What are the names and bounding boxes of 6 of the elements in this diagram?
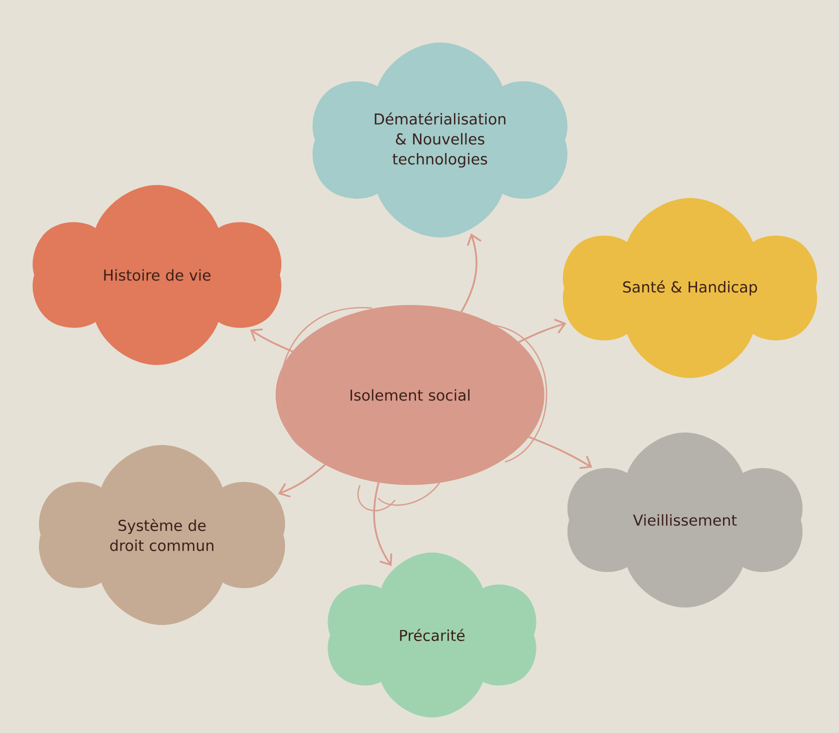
arrow xyxy=(516,318,566,344)
arrow xyxy=(250,328,294,353)
arrow xyxy=(460,233,482,314)
arrow xyxy=(526,435,592,469)
arrow xyxy=(278,462,328,498)
arrow xyxy=(373,480,392,566)
